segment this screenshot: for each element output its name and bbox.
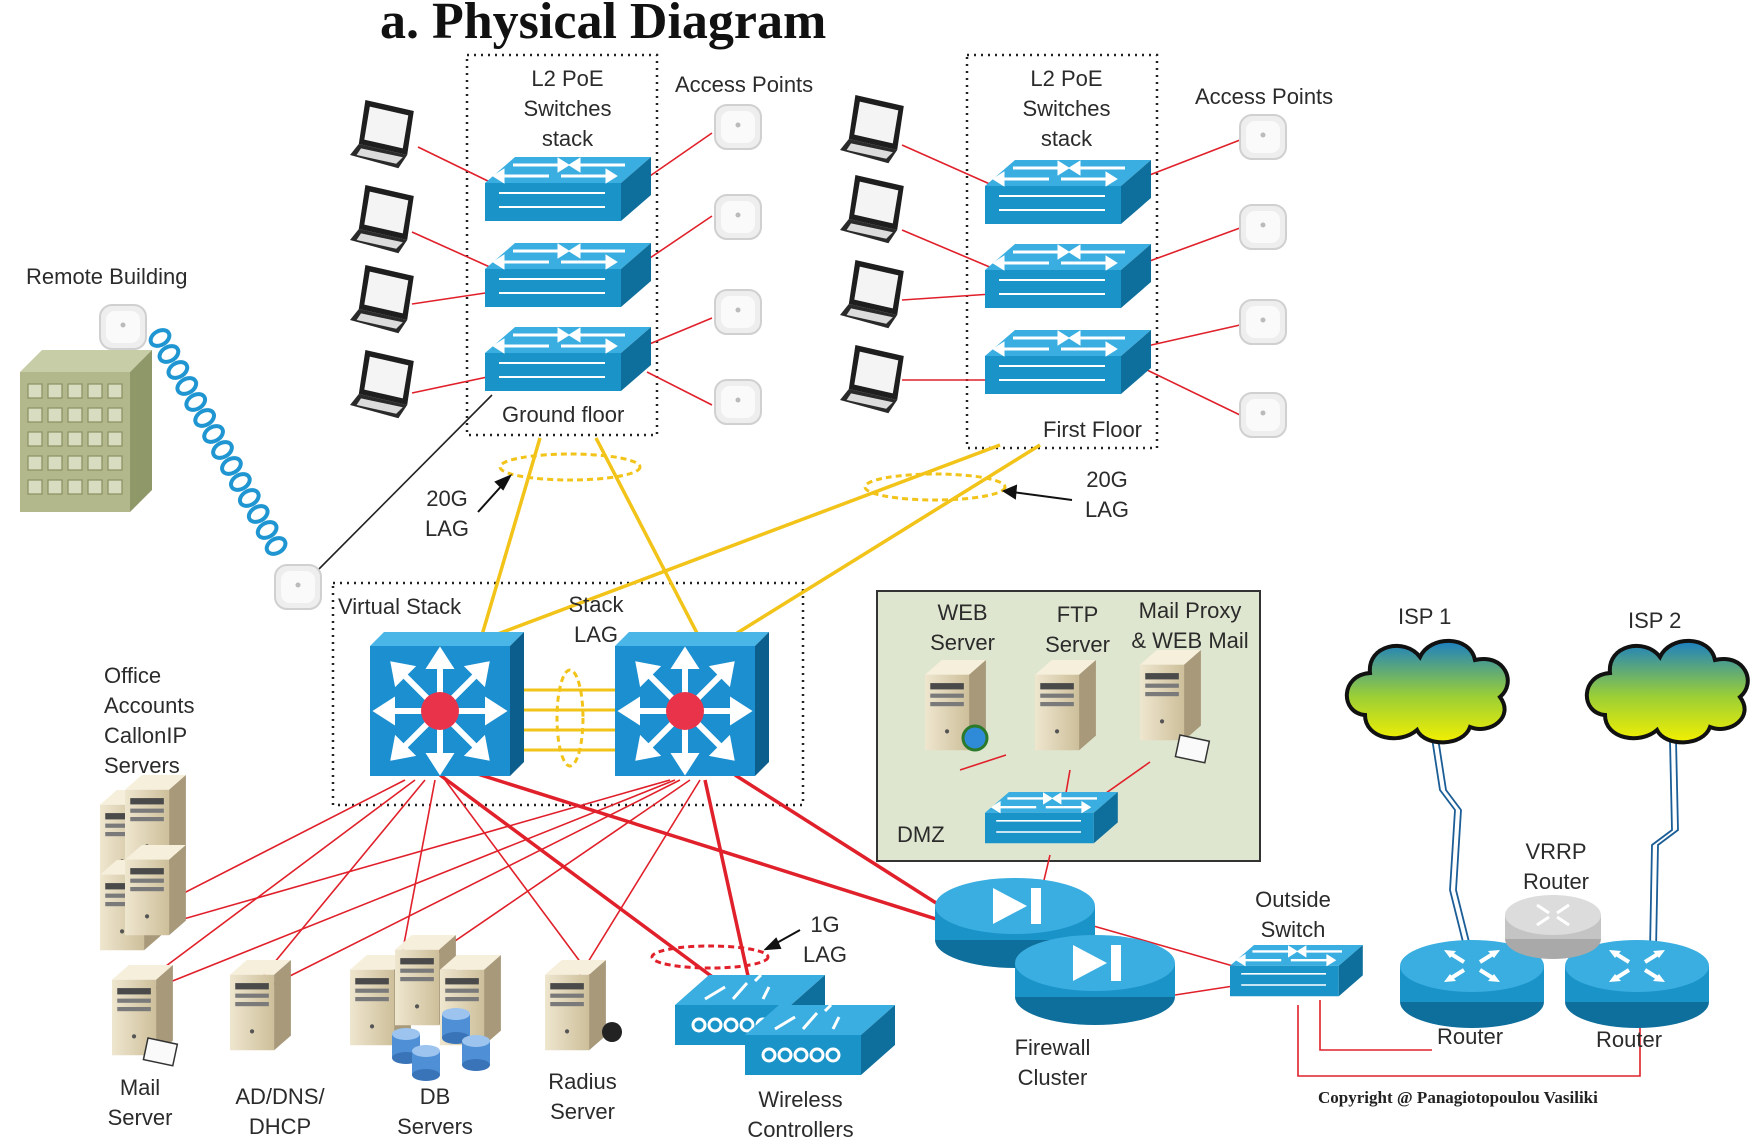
core-switch-icon — [615, 632, 769, 776]
outside-switch-icon — [1228, 943, 1365, 998]
laptop-icon — [350, 100, 414, 169]
isp2-label: ISP 2 — [1628, 608, 1682, 633]
ground-floor-stack-group — [465, 53, 659, 437]
laptop-icon — [350, 350, 414, 419]
isp1-cloud — [1344, 638, 1510, 745]
router-left-label: Router — [1437, 1024, 1504, 1049]
remote-building — [20, 350, 152, 512]
envelope-icon — [142, 1037, 179, 1067]
dmz-label: DMZ — [897, 822, 945, 847]
access-point-icon — [1239, 299, 1287, 345]
page-title: a. Physical Diagram — [380, 0, 827, 50]
annotation-arrows — [477, 473, 1073, 951]
server-icon — [1140, 650, 1201, 741]
mail-proxy-label: Mail Proxy& WEB Mail — [1131, 598, 1249, 653]
ground-floor-label: Ground floor — [502, 402, 625, 427]
virtual-stack-group — [331, 581, 805, 807]
access-point-icon — [1239, 392, 1287, 438]
access-point-icon — [714, 194, 762, 240]
isp2-cloud — [1584, 638, 1750, 745]
server-links — [149, 779, 701, 991]
wireless-controller-icon — [743, 1003, 897, 1077]
router-right-label: Router — [1596, 1027, 1663, 1052]
firewall-icon — [1015, 935, 1175, 1025]
server-icon — [230, 960, 291, 1051]
access-point-icon — [714, 379, 762, 425]
isp-links — [1429, 724, 1679, 951]
core-firewall-links — [438, 768, 956, 992]
user-icon — [602, 1022, 622, 1042]
wireless-bridge-link — [148, 328, 288, 556]
laptop-icon — [840, 345, 904, 414]
access-point-icon — [714, 289, 762, 335]
stack-lag-ring — [555, 668, 585, 768]
laptop-icon — [350, 185, 414, 254]
access-point-icon — [714, 104, 762, 150]
laptop-icon — [840, 95, 904, 164]
server-icon — [125, 845, 186, 936]
stack-lag-links — [515, 688, 617, 752]
vrrp-router-icon — [1505, 895, 1601, 959]
access-point-icon — [274, 564, 322, 610]
globe-icon — [961, 724, 989, 752]
access-points-left-label: Access Points — [675, 72, 814, 97]
l2-switch-icon — [983, 158, 1153, 226]
core-switch-icon — [370, 632, 524, 776]
access-links — [411, 132, 1241, 416]
l2-switch-icon — [483, 241, 653, 309]
server-icon — [545, 960, 606, 1051]
laptop-icon — [840, 175, 904, 244]
ad-dns-dhcp-label: AD/DNS/DHCP — [235, 1084, 325, 1139]
lag-ring-ground — [498, 452, 642, 482]
access-point-icon — [1239, 114, 1287, 160]
l2-switch-icon — [483, 325, 653, 393]
first-floor-label: First Floor — [1043, 417, 1142, 442]
l2-switch-icon — [983, 242, 1153, 310]
l2-switch-icon — [983, 328, 1153, 396]
access-point-icon — [99, 304, 147, 350]
database-icon — [442, 1008, 470, 1044]
copyright-notice: Copyright @ Panagiotopoulou Vasiliki — [1318, 1088, 1598, 1107]
lag-1g-ring — [650, 944, 770, 970]
database-icon — [412, 1045, 440, 1081]
dmz-switch-icon — [983, 790, 1120, 845]
access-point-icon — [1239, 204, 1287, 250]
server-icon — [1035, 660, 1096, 751]
l2-switch-icon — [483, 155, 653, 223]
virtual-stack-label: Virtual Stack — [338, 594, 462, 619]
laptop-icon — [840, 260, 904, 329]
isp1-label: ISP 1 — [1398, 604, 1452, 629]
access-points-right-label: Access Points — [1195, 84, 1334, 109]
lag-ring-first — [863, 472, 1007, 502]
first-floor-stack-group — [965, 53, 1159, 450]
devices — [99, 95, 1711, 1081]
laptop-icon — [350, 265, 414, 334]
remote-link — [315, 394, 493, 573]
uplink-lag-links — [480, 437, 1041, 637]
database-icon — [462, 1035, 490, 1071]
envelope-icon — [1174, 734, 1211, 764]
remote-building-label: Remote Building — [26, 264, 188, 289]
